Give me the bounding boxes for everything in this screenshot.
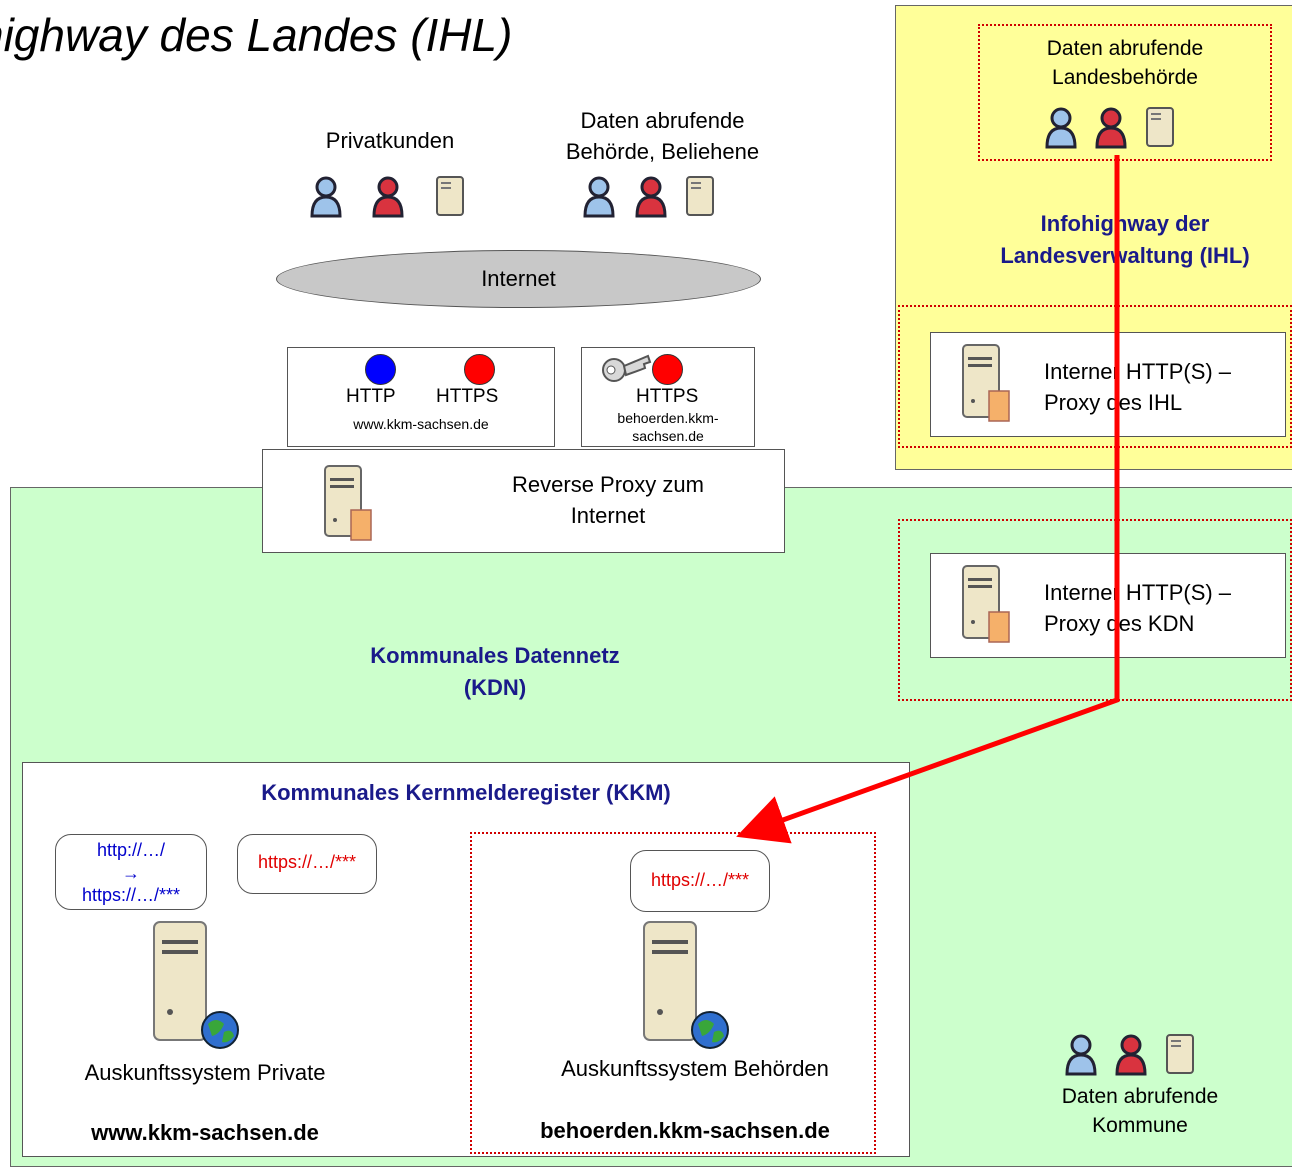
behoerde-label-line1: Daten abrufende [580,108,745,133]
authority-domain-line1: behoerden.kkm- [617,410,719,426]
authority-system-url: behoerden.kkm-sachsen.de [540,1118,830,1143]
flow-arrow-line [736,155,1120,844]
kdn-zone-line2: (KDN) [463,674,527,700]
kdn-proxy-line1: Interner HTTP(S) – [1044,580,1232,605]
authority-web-server-icon [643,921,729,1049]
kommune-label: Daten abrufende Kommune [1030,1082,1250,1141]
kdn-zone-label: Kommunales Datennetz (KDN) [330,640,660,704]
redirect-arrow-icon: → [122,862,140,883]
computer-icon [686,176,714,216]
kdn-proxy-box: Interner HTTP(S) – Proxy des KDN [930,553,1286,658]
ihl-zone-line2: Landesverwaltung (IHL) [1000,242,1250,268]
authority-domain-line2: sachsen.de [632,427,704,444]
reverse-proxy-box: Reverse Proxy zum Internet [262,449,785,553]
landesbehoerde-label: Daten abrufende Landesbehörde [985,34,1265,93]
ihl-proxy-server-icon [962,344,1010,422]
landesbehoerde-icons [1045,107,1174,149]
authority-endpoint-box: HTTPS behoerden.kkm- sachsen.de [581,347,755,447]
private-https-url: https://…/*** [257,852,357,872]
authority-domain-label: behoerden.kkm- sachsen.de [582,410,754,445]
public-domain-label: www.kkm-sachsen.de [353,416,489,432]
redirect-to-url: https://…/*** [81,885,181,905]
user-red-icon [1095,107,1127,149]
ihl-proxy-frame [898,305,1292,448]
user-red-icon [372,176,404,218]
internet-cloud: Internet [276,250,761,308]
kommune-line1: Daten abrufende [1061,1085,1219,1108]
computer-icon [1146,107,1174,147]
user-red-icon [635,176,667,218]
ihl-zone-label: Infohighway der Landesverwaltung (IHL) [960,208,1290,272]
kkm-title: Kommunales Kernmelderegister (KKM) [261,780,671,805]
privatkunden-label: Privatkunden [325,128,455,153]
behoerde-icons [583,176,714,218]
reverse-proxy-label: Reverse Proxy zum Internet [463,470,753,532]
private-system-url: www.kkm-sachsen.de [91,1120,319,1145]
https-label-authority: HTTPS [636,386,699,407]
ihl-proxy-line1: Interner HTTP(S) – [1044,359,1232,384]
reverse-proxy-line2: Internet [570,502,646,528]
https-label: HTTPS [436,386,499,407]
kommune-icons [1065,1034,1194,1076]
redirect-from-url: http://…/ [96,840,166,860]
user-blue-icon [1065,1034,1097,1076]
https-dot-authority [652,354,683,385]
page-title: nighway des Landes (IHL) [0,9,513,61]
http-label: HTTP [346,386,396,407]
user-blue-icon [1045,107,1077,149]
ihl-zone-line1: Infohighway der [1040,211,1210,236]
ihl-proxy-line2: Proxy des IHL [1044,389,1183,415]
ihl-proxy-box: Interner HTTP(S) – Proxy des IHL [930,332,1286,437]
authority-https-url: https://…/*** [650,870,750,890]
reverse-proxy-line1: Reverse Proxy zum [512,472,704,497]
authority-system-label: Auskunftssystem Behörden [561,1056,829,1081]
landesbehoerde-line1: Daten abrufende [1046,37,1204,60]
redirect-url-bubble: http://…/ → https://…/*** [55,834,207,910]
private-https-bubble: https://…/*** [237,834,377,894]
authority-https-bubble: https://…/*** [630,850,770,912]
kdn-proxy-server-icon [962,565,1010,643]
user-blue-icon [583,176,615,218]
behoerden-system-frame [470,832,876,1154]
behoerde-label-line2: Behörde, Beliehene [565,138,760,164]
landesbehoerde-line2: Landesbehörde [1052,66,1198,90]
computer-icon [436,176,464,216]
https-dot [464,354,495,385]
ihl-proxy-label: Interner HTTP(S) – Proxy des IHL [1044,357,1231,419]
user-red-icon [1115,1034,1147,1076]
landesbehoerde-frame [978,24,1272,161]
user-blue-icon [310,176,342,218]
public-endpoint-box: HTTP HTTPS www.kkm-sachsen.de [287,347,555,447]
kdn-proxy-frame [898,519,1292,701]
kdn-zone-line1: Kommunales Datennetz [370,643,620,668]
key-icon [602,354,652,382]
http-dot [365,354,396,385]
behoerde-label: Daten abrufende Behörde, Beliehene [540,106,785,168]
proxy-server-icon [324,465,372,541]
kommune-line2: Kommune [1092,1114,1188,1138]
computer-icon [1166,1034,1194,1074]
private-web-server-icon [153,921,239,1049]
privatkunden-icons [310,176,464,218]
private-system-label: Auskunftssystem Private [84,1060,326,1085]
